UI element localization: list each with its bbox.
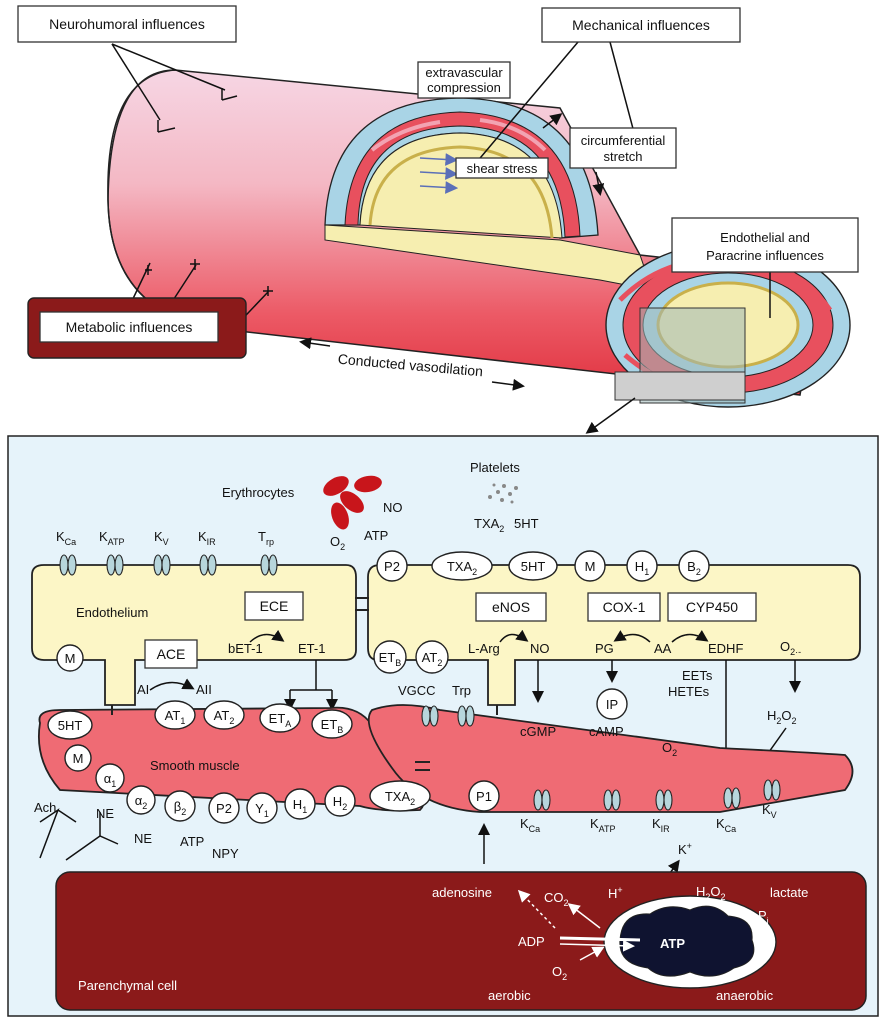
ai-label: AI [137, 682, 149, 697]
adp-label: ADP [518, 934, 545, 949]
erythrocytes-label: Erythrocytes [222, 485, 295, 500]
circumferential-stretch-label: circumferential stretch [570, 128, 676, 168]
extravascular-compression-label: extravascular compression [418, 62, 510, 98]
svg-text:VGCC: VGCC [398, 683, 436, 698]
ne-label-1: NE [96, 806, 114, 821]
mechanical-label: Mechanical influences [542, 8, 740, 42]
svg-text:CYP450: CYP450 [686, 599, 738, 615]
ace-box: ACE [145, 640, 197, 668]
aerobic-label: aerobic [488, 988, 531, 1003]
y1-receptor: Y1 [247, 793, 277, 823]
h1-sm-receptor: H1 [285, 789, 315, 819]
svg-text:Neurohumoral influences: Neurohumoral influences [49, 16, 205, 32]
cgmp-label: cGMP [520, 724, 556, 739]
5ht-released-label: 5HT [514, 516, 539, 531]
enos-box: eNOS [476, 593, 546, 621]
svg-text:Endothelial and: Endothelial and [720, 230, 810, 245]
txa2-receptor: TXA2 [432, 552, 492, 580]
cox1-box: COX-1 [588, 593, 660, 621]
svg-text:eNOS: eNOS [492, 599, 530, 615]
svg-text:5HT: 5HT [521, 559, 546, 574]
m-receptor: M [575, 551, 605, 581]
svg-text:shear stress: shear stress [467, 161, 538, 176]
svg-text:M: M [585, 559, 596, 574]
bet1-label: bET-1 [228, 641, 263, 656]
edhf-label: EDHF [708, 641, 743, 656]
atp-mito-label: ATP [660, 936, 685, 951]
svg-text:5HT: 5HT [58, 718, 83, 733]
b2-receptor: B2 [679, 551, 709, 581]
svg-text:Mechanical influences: Mechanical influences [572, 17, 710, 33]
beta2-receptor: β2 [165, 791, 195, 821]
svg-text:P2: P2 [384, 559, 400, 574]
svg-text:Paracrine influences: Paracrine influences [706, 248, 824, 263]
svg-text:IP: IP [606, 697, 618, 712]
anaerobic-label: anaerobic [716, 988, 774, 1003]
eets-label: EETs [682, 668, 713, 683]
m-sm-receptor: M [65, 745, 91, 771]
aa-label: AA [654, 641, 672, 656]
svg-text:Metabolic influences: Metabolic influences [66, 319, 193, 335]
svg-text:Trp: Trp [452, 683, 471, 698]
h2-sm-receptor: H2 [325, 786, 355, 816]
camp-label: cAMP [589, 724, 624, 739]
adenosine-label: adenosine [432, 885, 492, 900]
parenchymal-cell-label: Parenchymal cell [78, 978, 177, 993]
svg-text:P2: P2 [216, 801, 232, 816]
etb-endothelial-receptor: ETB [374, 641, 406, 673]
no-released-label: NO [383, 500, 403, 515]
shear-stress-label: shear stress [456, 158, 548, 178]
hetes-label: HETEs [668, 684, 710, 699]
aii-label: AII [196, 682, 212, 697]
ne-label-2: NE [134, 831, 152, 846]
svg-text:M: M [65, 651, 76, 666]
svg-text:P1: P1 [476, 789, 492, 804]
svg-text:stretch: stretch [603, 149, 642, 164]
svg-text:M: M [73, 751, 84, 766]
at2-receptor: AT2 [204, 701, 244, 729]
etb-receptor: ETB [312, 710, 352, 738]
ach-label: Ach [34, 800, 56, 815]
5ht-receptor: 5HT [509, 552, 557, 580]
larg-label: L-Arg [468, 641, 500, 656]
svg-text:COX-1: COX-1 [603, 599, 646, 615]
no-label: NO [530, 641, 550, 656]
alpha2-receptor: α2 [127, 786, 155, 814]
svg-text:ACE: ACE [157, 646, 186, 662]
smooth-muscle-label: Smooth muscle [150, 758, 240, 773]
endothelial-paracrine-label: Endothelial and Paracrine influences [672, 218, 858, 272]
npy-label: NPY [212, 846, 239, 861]
cyp450-box: CYP450 [668, 593, 756, 621]
5ht-sm-receptor: 5HT [48, 711, 92, 739]
atp-released-label: ATP [364, 528, 388, 543]
et1-label: ET-1 [298, 641, 325, 656]
neurohumoral-label: Neurohumoral influences [18, 6, 236, 42]
at2-endothelial-receptor: AT2 [416, 641, 448, 673]
txa2-sm-receptor: TXA2 [370, 781, 430, 811]
svg-text:circumferential: circumferential [581, 133, 666, 148]
svg-text:ECE: ECE [260, 598, 289, 614]
ip-receptor: IP [597, 689, 627, 719]
p1-receptor: P1 [469, 781, 499, 811]
platelets-label: Platelets [470, 460, 520, 475]
p2-receptor: P2 [377, 551, 407, 581]
lactate-label: lactate [770, 885, 808, 900]
endothelium-label: Endothelium [76, 605, 148, 620]
pg-label: PG [595, 641, 614, 656]
at1-receptor: AT1 [155, 701, 195, 729]
m-receptor-left: M [57, 645, 83, 671]
atp-neuro-label: ATP [180, 834, 204, 849]
svg-text:compression: compression [427, 80, 501, 95]
alpha1-receptor: α1 [96, 764, 124, 792]
svg-text:extravascular: extravascular [425, 65, 503, 80]
h1-receptor: H1 [627, 551, 657, 581]
p2-sm-receptor: P2 [209, 793, 239, 823]
ece-box: ECE [245, 592, 303, 620]
metabolic-label: Metabolic influences [28, 298, 246, 358]
eta-receptor: ETA [260, 704, 300, 732]
